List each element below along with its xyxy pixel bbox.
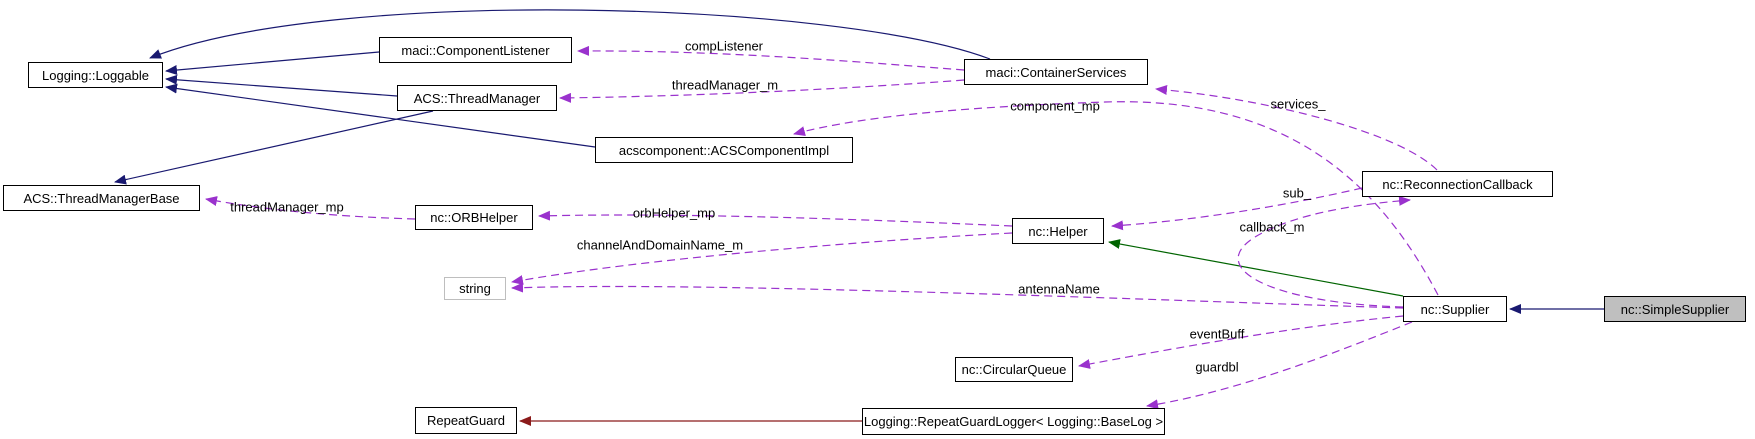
- edge-label-eventbuff: eventBuff: [1189, 326, 1245, 342]
- node-maci-containerservices[interactable]: maci::ContainerServices: [964, 59, 1148, 85]
- node-acs-threadmanagerbase[interactable]: ACS::ThreadManagerBase: [3, 185, 200, 211]
- edge-label-threadmanager-m: threadManager_m: [671, 77, 779, 93]
- edge-eventbuff: [1078, 315, 1404, 369]
- edge-componentlistener-loggable: [165, 51, 380, 76]
- edge-threadmanager-threadmanagerbase: [114, 110, 434, 185]
- edge-label-services: services_: [1270, 96, 1326, 112]
- node-logging-loggable[interactable]: Logging::Loggable: [28, 62, 163, 88]
- edge-channelanddomainname-m: [511, 232, 1013, 285]
- edge-containerservices-loggable: [149, 9, 991, 60]
- edge-label-guardbl: guardbl: [1195, 359, 1239, 375]
- edge-label-complistener: compListener: [684, 38, 764, 54]
- node-logging-repeatguardlogger[interactable]: Logging::RepeatGuardLogger< Logging::Bas…: [862, 408, 1165, 435]
- node-nc-circularqueue[interactable]: nc::CircularQueue: [955, 357, 1073, 382]
- node-acs-threadmanager[interactable]: ACS::ThreadManager: [397, 85, 557, 111]
- edge-services: [1155, 84, 1438, 171]
- edge-label-threadmanager-mp: threadManager_mp: [230, 199, 344, 215]
- edge-sub: [1111, 187, 1363, 231]
- node-nc-helper[interactable]: nc::Helper: [1012, 218, 1104, 244]
- node-repeatguard[interactable]: RepeatGuard: [415, 407, 517, 434]
- edge-acscomponentimpl-loggable: [165, 83, 596, 148]
- edge-supplier-helper: [1108, 239, 1404, 297]
- edge-label-callback-m: callback_m: [1239, 219, 1305, 235]
- edge-guardbl: [1146, 321, 1413, 410]
- node-acscomponent-acscomponentimpl[interactable]: acscomponent::ACSComponentImpl: [595, 137, 853, 163]
- edge-orbhelper-mp: [538, 210, 1013, 227]
- node-nc-reconnectioncallback[interactable]: nc::ReconnectionCallback: [1362, 171, 1553, 197]
- edge-antennaname: [511, 282, 1404, 309]
- edge-complistener: [577, 45, 965, 71]
- node-nc-supplier[interactable]: nc::Supplier: [1403, 296, 1507, 322]
- edge-threadmanager-m: [559, 79, 965, 103]
- edge-label-antennaname: antennaName: [1018, 281, 1100, 297]
- edge-label-component-mp: component_mp: [1010, 98, 1100, 114]
- edge-threadmanager-mp: [205, 196, 416, 220]
- node-nc-simplesupplier: nc::SimpleSupplier: [1604, 296, 1746, 322]
- edge-label-channelanddomainname-m: channelAndDomainName_m: [576, 237, 744, 253]
- node-maci-componentlistener[interactable]: maci::ComponentListener: [379, 37, 572, 63]
- edge-label-sub: sub_: [1282, 185, 1312, 201]
- edge-label-orbhelper-mp: orbHelper_mp: [632, 205, 716, 221]
- edge-threadmanager-loggable: [165, 74, 398, 97]
- node-nc-orbhelper[interactable]: nc::ORBHelper: [415, 205, 533, 230]
- edge-component-mp: [793, 101, 1439, 296]
- edge-callback-m: [1237, 195, 1411, 308]
- node-string: string: [444, 277, 506, 300]
